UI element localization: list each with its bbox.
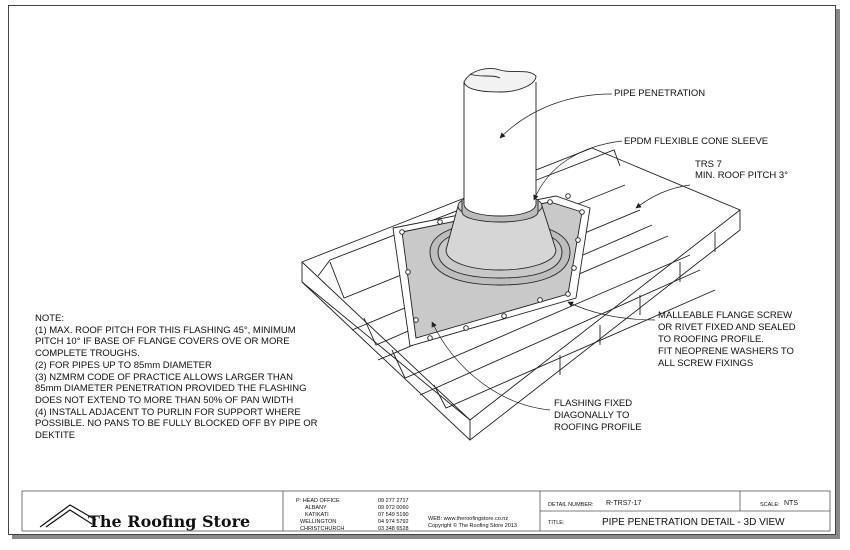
note-line: PITCH 10° IF BASE OF FLANGE COVERS OVE O… bbox=[35, 336, 290, 348]
label-malleable-4: FIT NEOPRENE WASHERS TO bbox=[658, 346, 794, 357]
label-pipe-penetration: PIPE PENETRATION bbox=[614, 88, 706, 99]
office-phone: 09 972 0060 bbox=[378, 505, 409, 511]
note-line: DEKTITE bbox=[35, 430, 76, 442]
note-line: NOTE: bbox=[35, 313, 65, 324]
title-block-lines bbox=[21, 490, 831, 532]
label-flashing-2: DIAGONALLY TO bbox=[554, 410, 630, 421]
scale-label: SCALE: bbox=[760, 502, 780, 508]
office-phone: 03 348 6528 bbox=[378, 526, 409, 532]
leader-lines bbox=[431, 93, 691, 411]
office-name: P: HEAD OFFICE bbox=[296, 498, 340, 504]
note-line: 85mm DIAMETER PENETRATION PROVIDED THE F… bbox=[35, 383, 307, 395]
copyright-text: Copyright © The Roofing Store 2013 bbox=[428, 523, 517, 529]
label-malleable-5: ALL SCREW FIXINGS bbox=[658, 358, 754, 369]
notes-block: NOTE: (1) MAX. ROOF PITCH FOR THIS FLASH… bbox=[35, 313, 325, 442]
label-flashing-1: FLASHING FIXED bbox=[554, 398, 633, 409]
title-label: TITLE: bbox=[548, 520, 565, 526]
note-line: (3) NZMRM CODE OF PRACTICE ALLOWS LARGER… bbox=[35, 371, 293, 383]
note-line: DOES NOT EXTEND TO MORE THAN 50% OF PAN … bbox=[35, 394, 294, 406]
pipe bbox=[463, 68, 537, 217]
label-epdm-sleeve: EPDM FLEXIBLE CONE SLEEVE bbox=[624, 136, 769, 147]
drawing-title: PIPE PENETRATION DETAIL - 3D VIEW bbox=[602, 517, 785, 528]
logo-roof-icon bbox=[39, 504, 97, 528]
office-phone: 07 549 5190 bbox=[378, 512, 409, 518]
label-malleable-2: OR RIVET FIXED AND SEALED bbox=[658, 322, 796, 333]
note-line: COMPLETE TROUGHS. bbox=[35, 348, 140, 360]
company-website: WEB: www.theroofingstore.co.nz bbox=[428, 516, 509, 522]
office-name: KATIKATI bbox=[305, 512, 329, 518]
company-logo-text: The Roofing Store bbox=[88, 512, 251, 531]
note-line: POSSIBLE. NO PANS TO BE FULLY BLOCKED OF… bbox=[35, 418, 318, 430]
label-trs-7: TRS 7 bbox=[695, 159, 722, 170]
office-phone: 09 277 2717 bbox=[378, 498, 409, 504]
office-name: CHRISTCHURCH bbox=[300, 526, 345, 532]
office-name: ALBANY bbox=[305, 505, 327, 511]
detail-number-value: R-TRS7-17 bbox=[606, 500, 642, 507]
note-line: (1) MAX. ROOF PITCH FOR THIS FLASHING 45… bbox=[35, 324, 296, 336]
label-malleable-3: TO ROOFING PROFILE. bbox=[658, 334, 764, 345]
label-flashing-3: ROOFING PROFILE bbox=[554, 422, 642, 433]
office-name: WELLINGTON bbox=[300, 519, 337, 525]
note-line: (2) FOR PIPES UP TO 85mm DIAMETER bbox=[35, 359, 212, 371]
label-malleable-1: MALLEABLE FLANGE SCREW bbox=[658, 310, 793, 321]
detail-number-label: DETAIL NUMBER: bbox=[548, 502, 594, 508]
office-phone: 04 974 5792 bbox=[378, 519, 409, 525]
label-min-roof-pitch: MIN. ROOF PITCH 3° bbox=[695, 170, 788, 181]
note-line: (4) INSTALL ADJACENT TO PURLIN FOR SUPPO… bbox=[35, 406, 301, 418]
scale-value: NTS bbox=[784, 500, 798, 507]
